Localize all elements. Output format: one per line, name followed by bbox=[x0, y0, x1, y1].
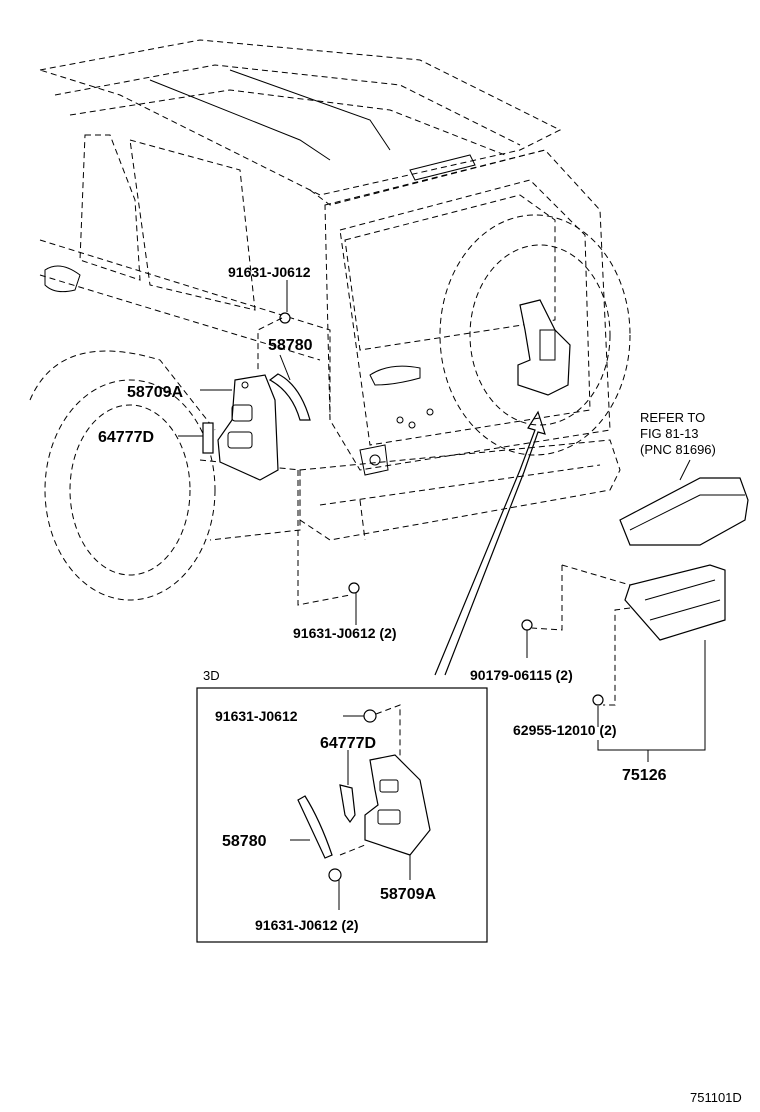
inset-frame bbox=[196, 687, 488, 943]
label-inset-pad: 64777D bbox=[320, 735, 376, 752]
label-refer-line1: REFER TO bbox=[640, 410, 705, 425]
label-figure-id: 751101D bbox=[690, 1090, 742, 1105]
bolt-on-vehicle bbox=[279, 312, 360, 594]
high-mount-lamp bbox=[619, 459, 749, 546]
label-inset-bracket: 58709A bbox=[380, 886, 436, 903]
label-refer-line3: (PNC 81696) bbox=[640, 442, 716, 457]
label-inset-cover: 58780 bbox=[222, 833, 267, 850]
label-clip-nut: 90179-06115 (2) bbox=[470, 667, 573, 683]
label-bracket: 58709A bbox=[127, 384, 183, 401]
label-inset-title: 3D bbox=[203, 668, 220, 683]
hinge-cover-58780-on-vehicle bbox=[268, 373, 311, 421]
label-inset-bolt-bottom: 91631-J0612 (2) bbox=[255, 917, 359, 933]
spare-tire-bracket bbox=[517, 299, 571, 396]
pad-64777d-on-vehicle bbox=[202, 422, 214, 454]
label-refer-line2: FIG 81-13 bbox=[640, 426, 699, 441]
callout-arrow bbox=[434, 410, 546, 676]
inset-parts bbox=[290, 704, 431, 910]
vehicle-outline bbox=[29, 39, 631, 601]
cover-leader-lines bbox=[526, 564, 706, 762]
label-cover-assy: 75126 bbox=[622, 767, 667, 784]
leader-lines bbox=[178, 280, 357, 625]
bracket-58709a-on-vehicle bbox=[217, 374, 279, 481]
label-bolt-bottom: 91631-J0612 (2) bbox=[293, 625, 397, 641]
label-clip: 62955-12010 (2) bbox=[513, 722, 617, 738]
label-hinge-cover: 58780 bbox=[268, 337, 313, 354]
label-pad: 64777D bbox=[98, 429, 154, 446]
cover-75126 bbox=[521, 564, 726, 706]
label-inset-bolt-top: 91631-J0612 bbox=[215, 708, 298, 724]
label-bolt-top: 91631-J0612 bbox=[228, 264, 311, 280]
